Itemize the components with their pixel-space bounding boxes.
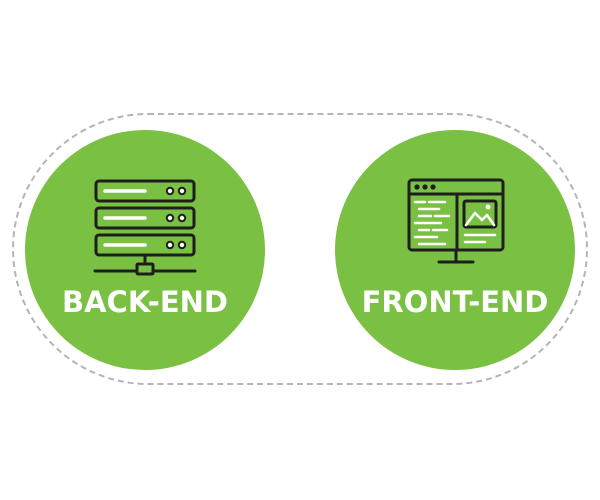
front-end-circle: FRONT-END — [335, 130, 575, 370]
dashed-pill-outline — [12, 113, 588, 385]
back-end-label: BACK-END — [62, 285, 228, 319]
monitor-web-page-icon — [407, 178, 505, 264]
back-end-circle: BACK-END — [25, 130, 265, 370]
front-end-label: FRONT-END — [361, 285, 549, 319]
server-rack-icon — [93, 179, 197, 276]
